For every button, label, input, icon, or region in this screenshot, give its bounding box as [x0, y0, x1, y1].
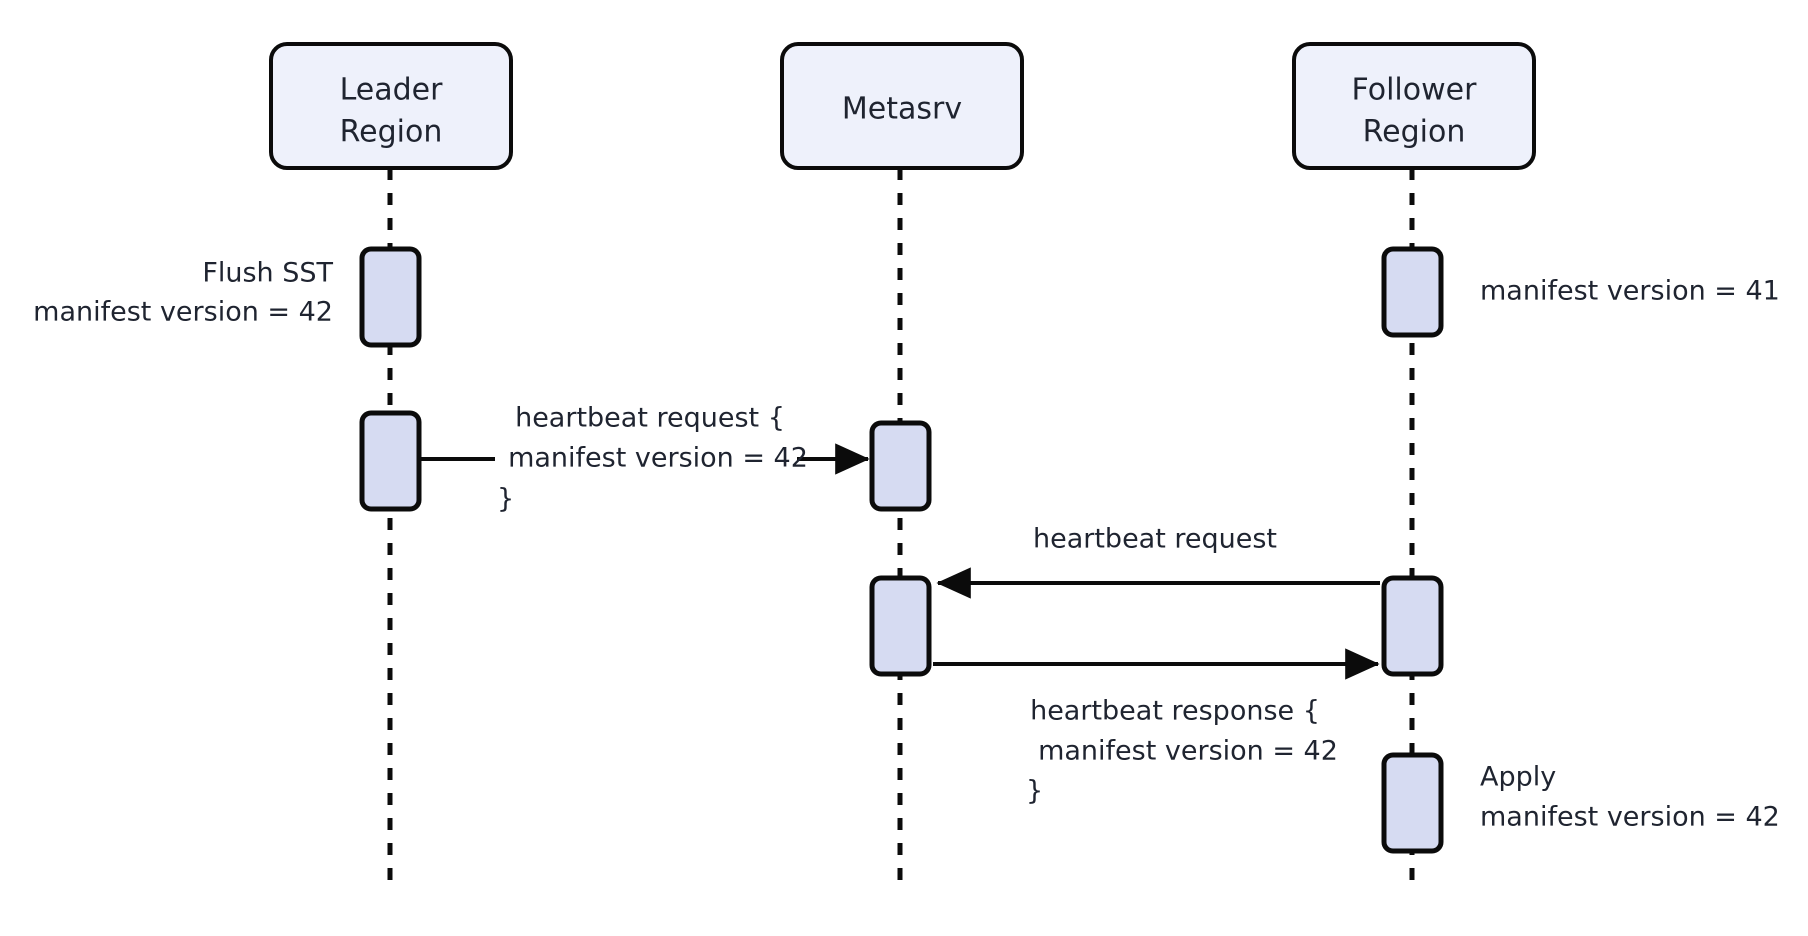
note-flush-sst: Flush SST manifest version = 42	[33, 258, 333, 328]
activation-follower-apply[interactable]	[1381, 752, 1444, 854]
note-follower-version-line1: manifest version = 41	[1480, 276, 1780, 307]
lifelines	[387, 168, 1415, 880]
message-metasrv-heartbeat-response-line1: heartbeat response {	[1030, 696, 1320, 727]
activation-leader-heartbeat[interactable]	[359, 410, 422, 512]
participant-label-metasrv-line1: Metasrv	[842, 92, 962, 127]
message-leader-heartbeat-request-line3: }	[497, 484, 514, 515]
participant-label-leader-region-line1: Leader	[340, 73, 444, 108]
note-apply: Apply manifest version = 42	[1480, 762, 1780, 833]
message-leader-heartbeat-request-line1: heartbeat request {	[515, 403, 785, 434]
message-metasrv-heartbeat-response-line3: }	[1026, 776, 1043, 807]
activation-metasrv-leader-heartbeat[interactable]	[869, 420, 932, 512]
activation-leader-flush[interactable]	[359, 246, 422, 348]
participant-leader-region[interactable]: Leader Region	[269, 42, 513, 170]
participant-follower-region[interactable]: Follower Region	[1292, 42, 1536, 170]
message-metasrv-heartbeat-response-line2: manifest version = 42	[1038, 736, 1338, 767]
participant-label-follower-region-line2: Region	[1363, 115, 1466, 150]
message-follower-heartbeat-request[interactable]: heartbeat request	[936, 524, 1380, 599]
note-flush-sst-line2: manifest version = 42	[33, 297, 333, 328]
note-flush-sst-line1: Flush SST	[202, 258, 333, 289]
note-apply-line2: manifest version = 42	[1480, 802, 1780, 833]
activation-follower-heartbeat[interactable]	[1381, 575, 1444, 677]
activation-follower-initial[interactable]	[1381, 246, 1444, 338]
note-follower-version: manifest version = 41	[1480, 276, 1780, 307]
message-metasrv-heartbeat-response[interactable]: heartbeat response { manifest version = …	[933, 648, 1380, 807]
note-apply-line1: Apply	[1480, 762, 1556, 793]
message-follower-heartbeat-request-line1: heartbeat request	[1033, 524, 1277, 555]
participant-label-leader-region-line2: Region	[340, 115, 443, 150]
message-leader-heartbeat-request-line2: manifest version = 42	[508, 443, 808, 474]
activation-metasrv-follower-heartbeat[interactable]	[869, 575, 932, 677]
participant-metasrv[interactable]: Metasrv	[780, 42, 1024, 170]
activation-bars	[359, 246, 1444, 854]
participant-box-follower-region[interactable]	[1292, 42, 1536, 170]
message-leader-heartbeat-request[interactable]: heartbeat request { manifest version = 4…	[421, 403, 870, 515]
participant-box-metasrv[interactable]	[780, 42, 1024, 170]
participant-label-follower-region-line1: Follower	[1352, 73, 1478, 108]
participant-box-leader-region[interactable]	[269, 42, 513, 170]
